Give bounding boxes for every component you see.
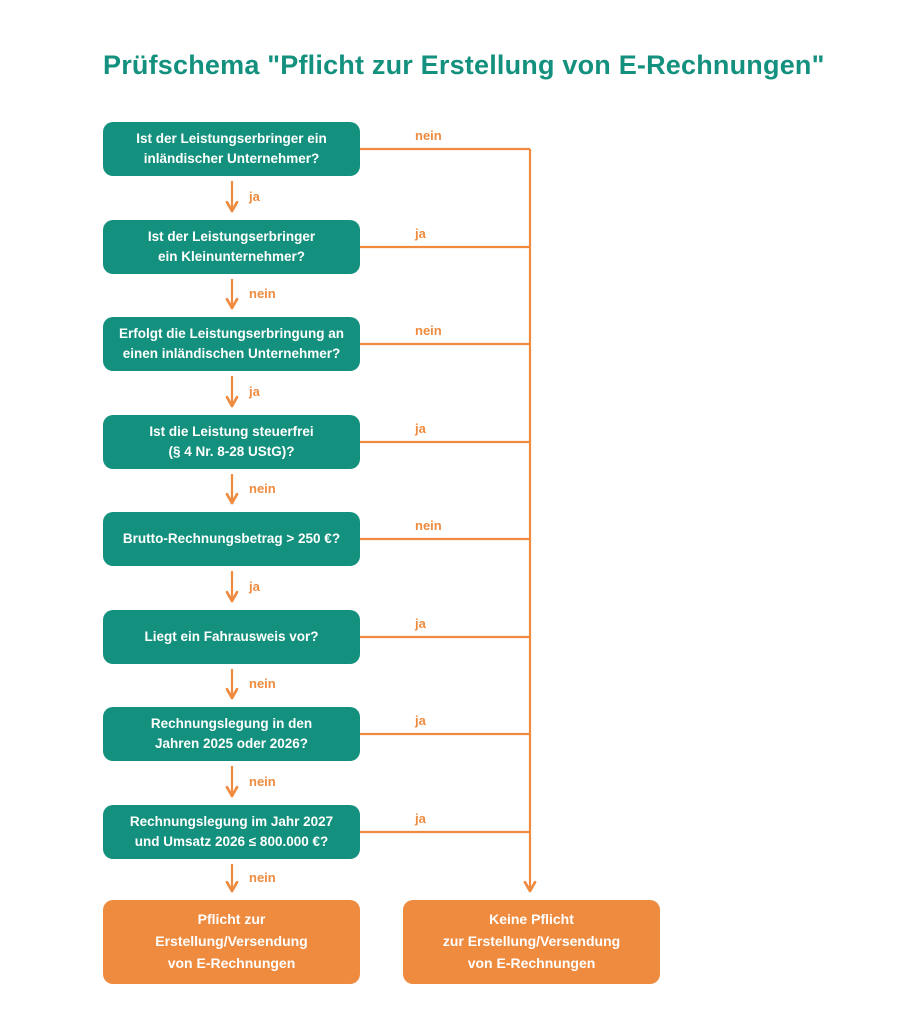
page-title: Prüfschema "Pflicht zur Erstellung von E… [103,50,825,80]
branch-label-2: ja [415,226,426,241]
result-box-obligation: Pflicht zur Erstellung/Versendung von E-… [103,900,360,984]
decision-box-4-text: Ist die Leistung steuerfrei (§ 4 Nr. 8-2… [149,424,314,459]
decision-box-1-text: Ist der Leistungserbringer ein inländisc… [136,131,327,166]
down-arrow-label-1: ja [249,189,260,204]
down-arrow-label-6: nein [249,676,276,691]
down-arrow-label-8: nein [249,870,276,885]
result-box-obligation-text: Pflicht zur Erstellung/Versendung von E-… [155,911,308,971]
decision-box-5: Brutto-Rechnungsbetrag > 250 €? [103,512,360,566]
branch-label-5: nein [415,518,442,533]
branch-label-1: nein [415,128,442,143]
branch-label-8: ja [415,811,426,826]
decision-box-1: Ist der Leistungserbringer ein inländisc… [103,122,360,176]
branch-label-3: nein [415,323,442,338]
decision-box-8-text: Rechnungslegung im Jahr 2027 und Umsatz … [129,814,334,849]
down-arrow-label-7: nein [249,774,276,789]
decision-box-2-text: Ist der Leistungserbringer ein Kleinunte… [147,229,316,264]
branch-label-6: ja [415,616,426,631]
result-box-no-obligation-text: Keine Pflicht zur Erstellung/Versendung … [442,911,621,971]
decision-box-7: Rechnungslegung in den Jahren 2025 oder … [103,707,360,761]
decision-box-3: Erfolgt die Leistungserbringung an einen… [103,317,360,371]
result-box-no-obligation: Keine Pflicht zur Erstellung/Versendung … [403,900,660,984]
down-arrow-label-3: ja [249,384,260,399]
decision-box-6: Liegt ein Fahrausweis vor? [103,610,360,664]
branch-label-4: ja [415,421,426,436]
decision-box-4: Ist die Leistung steuerfrei (§ 4 Nr. 8-2… [103,415,360,469]
decision-box-6-text: Liegt ein Fahrausweis vor? [144,629,319,645]
branch-label-7: ja [415,713,426,728]
decision-box-2: Ist der Leistungserbringer ein Kleinunte… [103,220,360,274]
down-arrow-label-5: ja [249,579,260,594]
down-arrow-label-4: nein [249,481,276,496]
decision-box-8: Rechnungslegung im Jahr 2027 und Umsatz … [103,805,360,859]
decision-box-3-text: Erfolgt die Leistungserbringung an einen… [118,326,344,361]
decision-box-7-text: Rechnungslegung in den Jahren 2025 oder … [150,716,313,751]
down-arrow-label-2: nein [249,286,276,301]
decision-box-5-text: Brutto-Rechnungsbetrag > 250 €? [122,531,341,547]
